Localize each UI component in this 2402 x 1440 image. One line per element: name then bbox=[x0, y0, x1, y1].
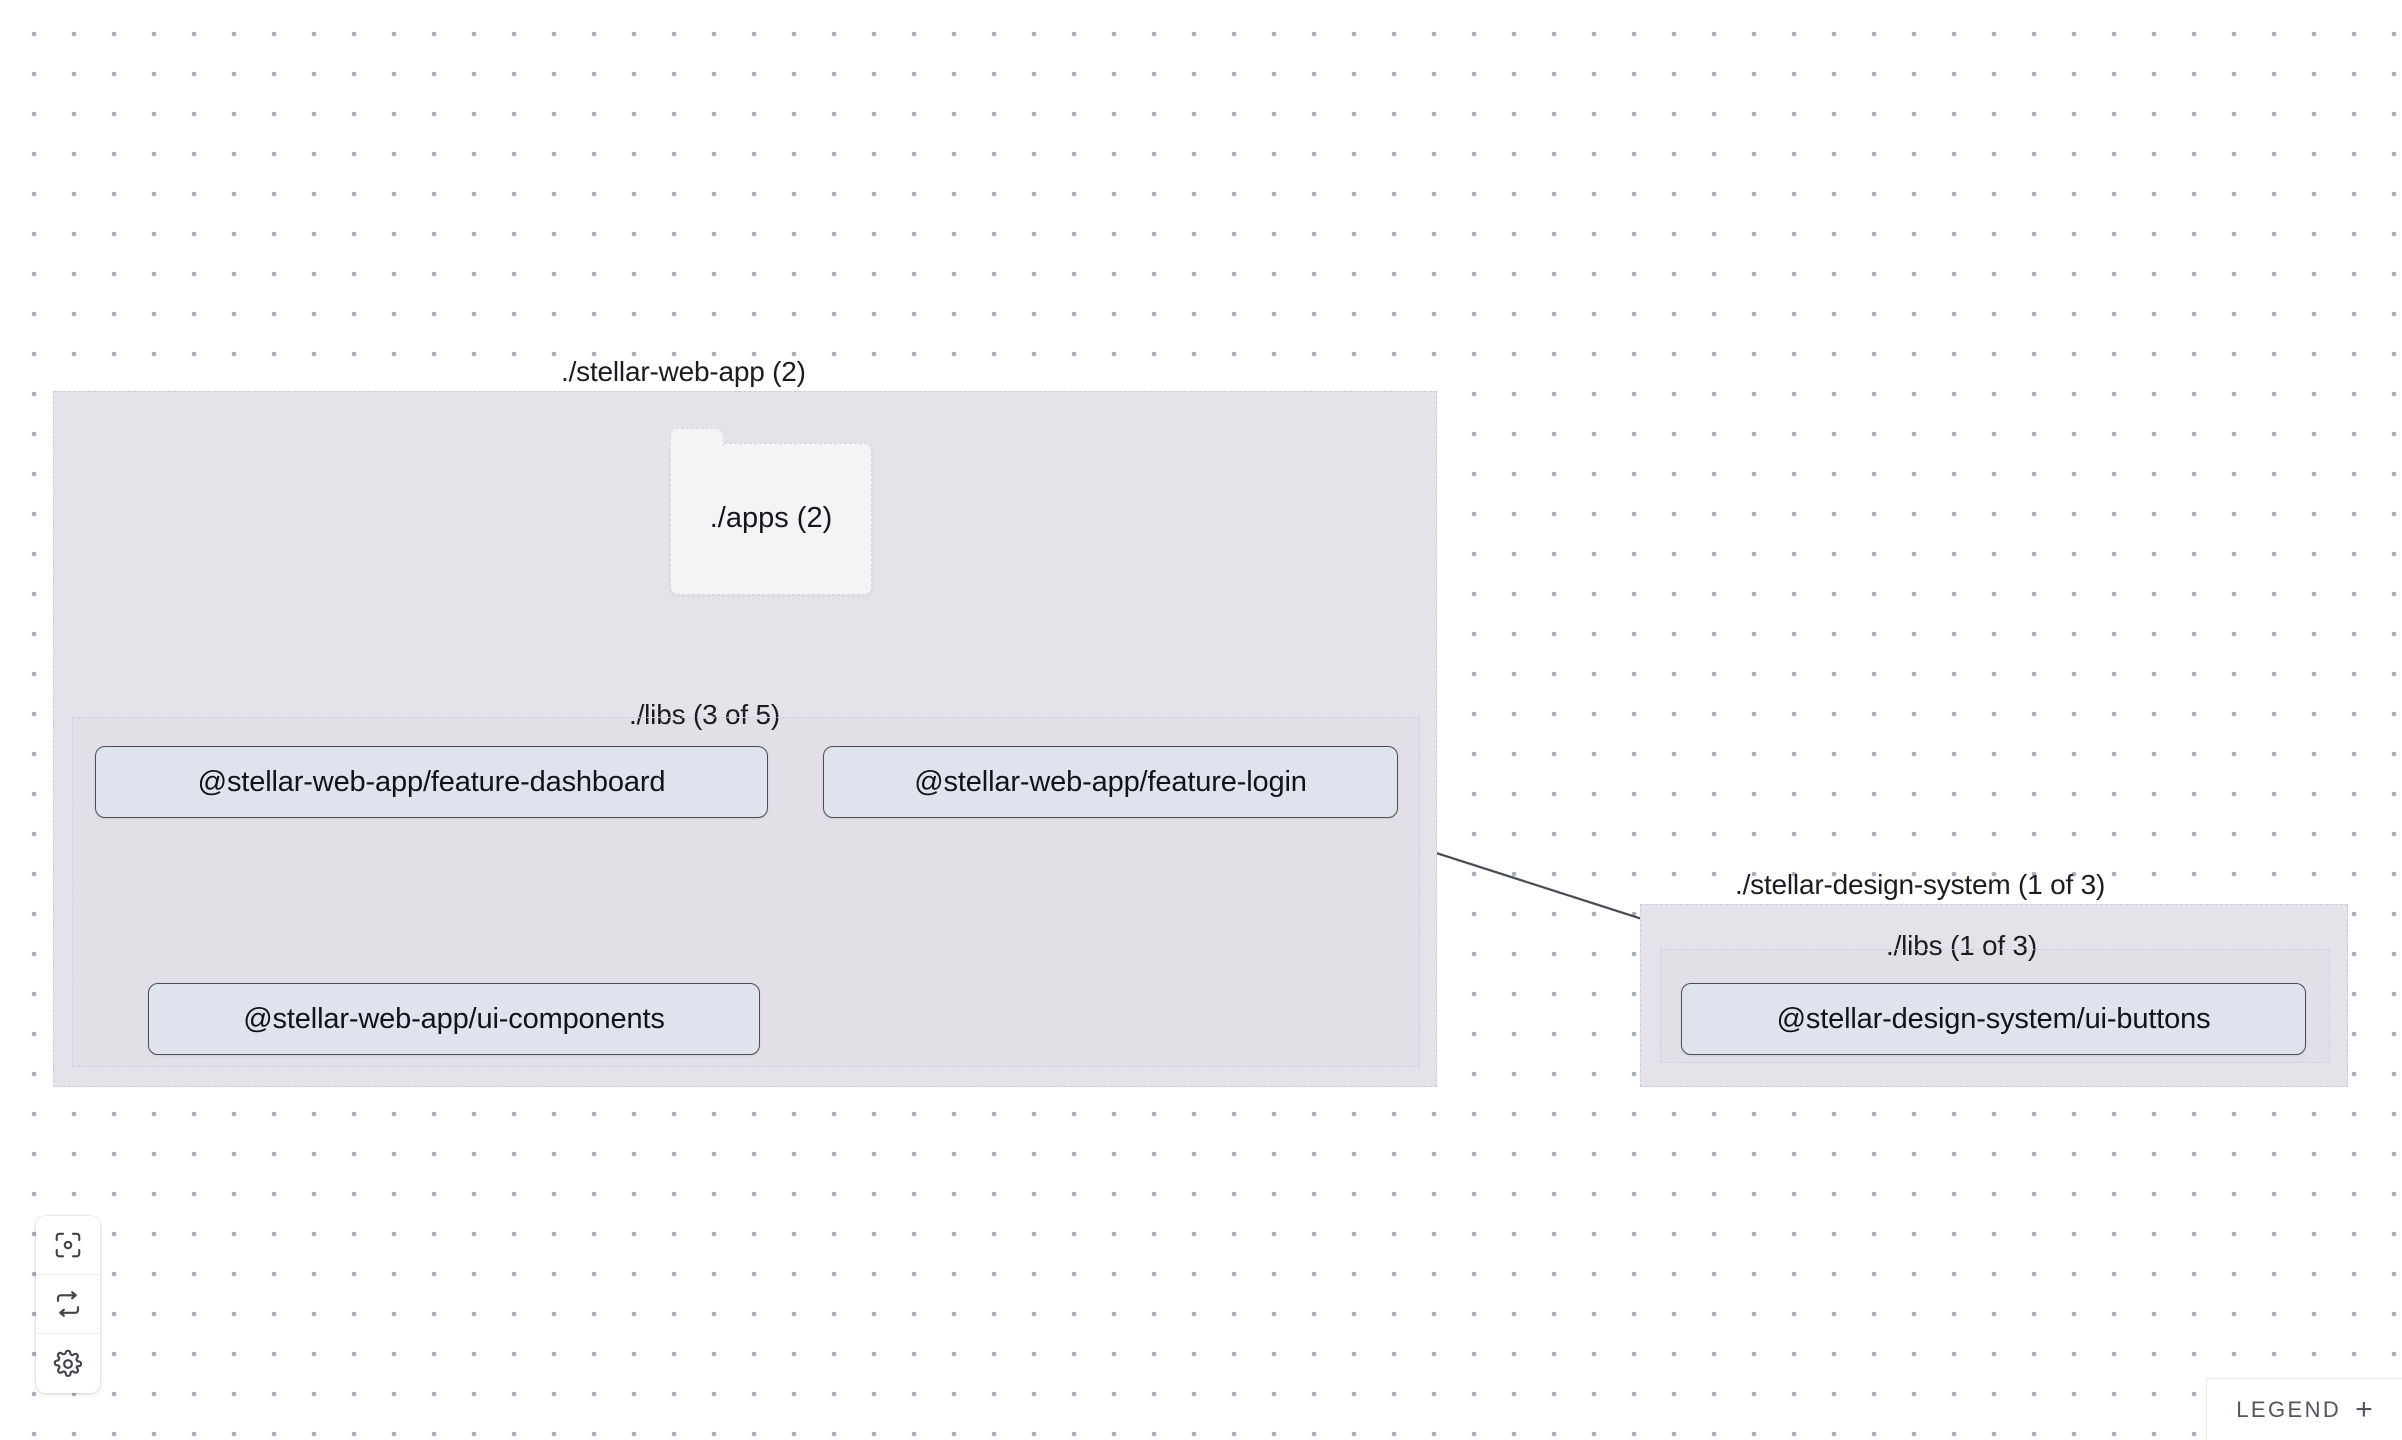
node-feature-dashboard[interactable]: @stellar-web-app/feature-dashboard bbox=[95, 746, 768, 818]
focus-target-icon bbox=[53, 1230, 83, 1260]
node-ui-components[interactable]: @stellar-web-app/ui-components bbox=[148, 983, 760, 1055]
legend-label: LEGEND bbox=[2236, 1396, 2342, 1422]
refresh-graph-button[interactable] bbox=[36, 1275, 100, 1334]
node-ui-buttons-label: @stellar-design-system/ui-buttons bbox=[1776, 1002, 2211, 1035]
node-ui-components-label: @stellar-web-app/ui-components bbox=[243, 1002, 665, 1035]
refresh-icon bbox=[53, 1289, 83, 1319]
node-feature-login[interactable]: @stellar-web-app/feature-login bbox=[823, 746, 1398, 818]
node-feature-login-label: @stellar-web-app/feature-login bbox=[914, 765, 1307, 798]
group-stellar-web-app[interactable]: ./libs (3 of 5) bbox=[53, 391, 1437, 1087]
node-ui-buttons[interactable]: @stellar-design-system/ui-buttons bbox=[1681, 983, 2306, 1055]
group-label-stellar-design-system: ./stellar-design-system (1 of 3) bbox=[1735, 869, 2106, 900]
folder-apps[interactable]: ./apps (2) bbox=[669, 428, 872, 595]
group-label-stellar-web-app-libs: ./libs (3 of 5) bbox=[629, 699, 781, 730]
group-stellar-web-app-libs[interactable] bbox=[72, 717, 1420, 1067]
graph-settings-button[interactable] bbox=[36, 1334, 100, 1393]
group-label-stellar-web-app: ./stellar-web-app (2) bbox=[561, 356, 806, 387]
legend-toggle[interactable]: LEGEND + bbox=[2206, 1378, 2402, 1440]
focus-graph-button[interactable] bbox=[36, 1216, 100, 1275]
node-feature-dashboard-label: @stellar-web-app/feature-dashboard bbox=[197, 765, 666, 798]
folder-apps-label: ./apps (2) bbox=[709, 501, 833, 534]
plus-icon: + bbox=[2355, 1392, 2373, 1426]
group-label-stellar-design-system-libs: ./libs (1 of 3) bbox=[1886, 930, 2038, 961]
group-stellar-design-system-libs[interactable] bbox=[1660, 949, 2330, 1063]
gear-icon bbox=[53, 1349, 83, 1379]
graph-controls bbox=[36, 1216, 100, 1393]
